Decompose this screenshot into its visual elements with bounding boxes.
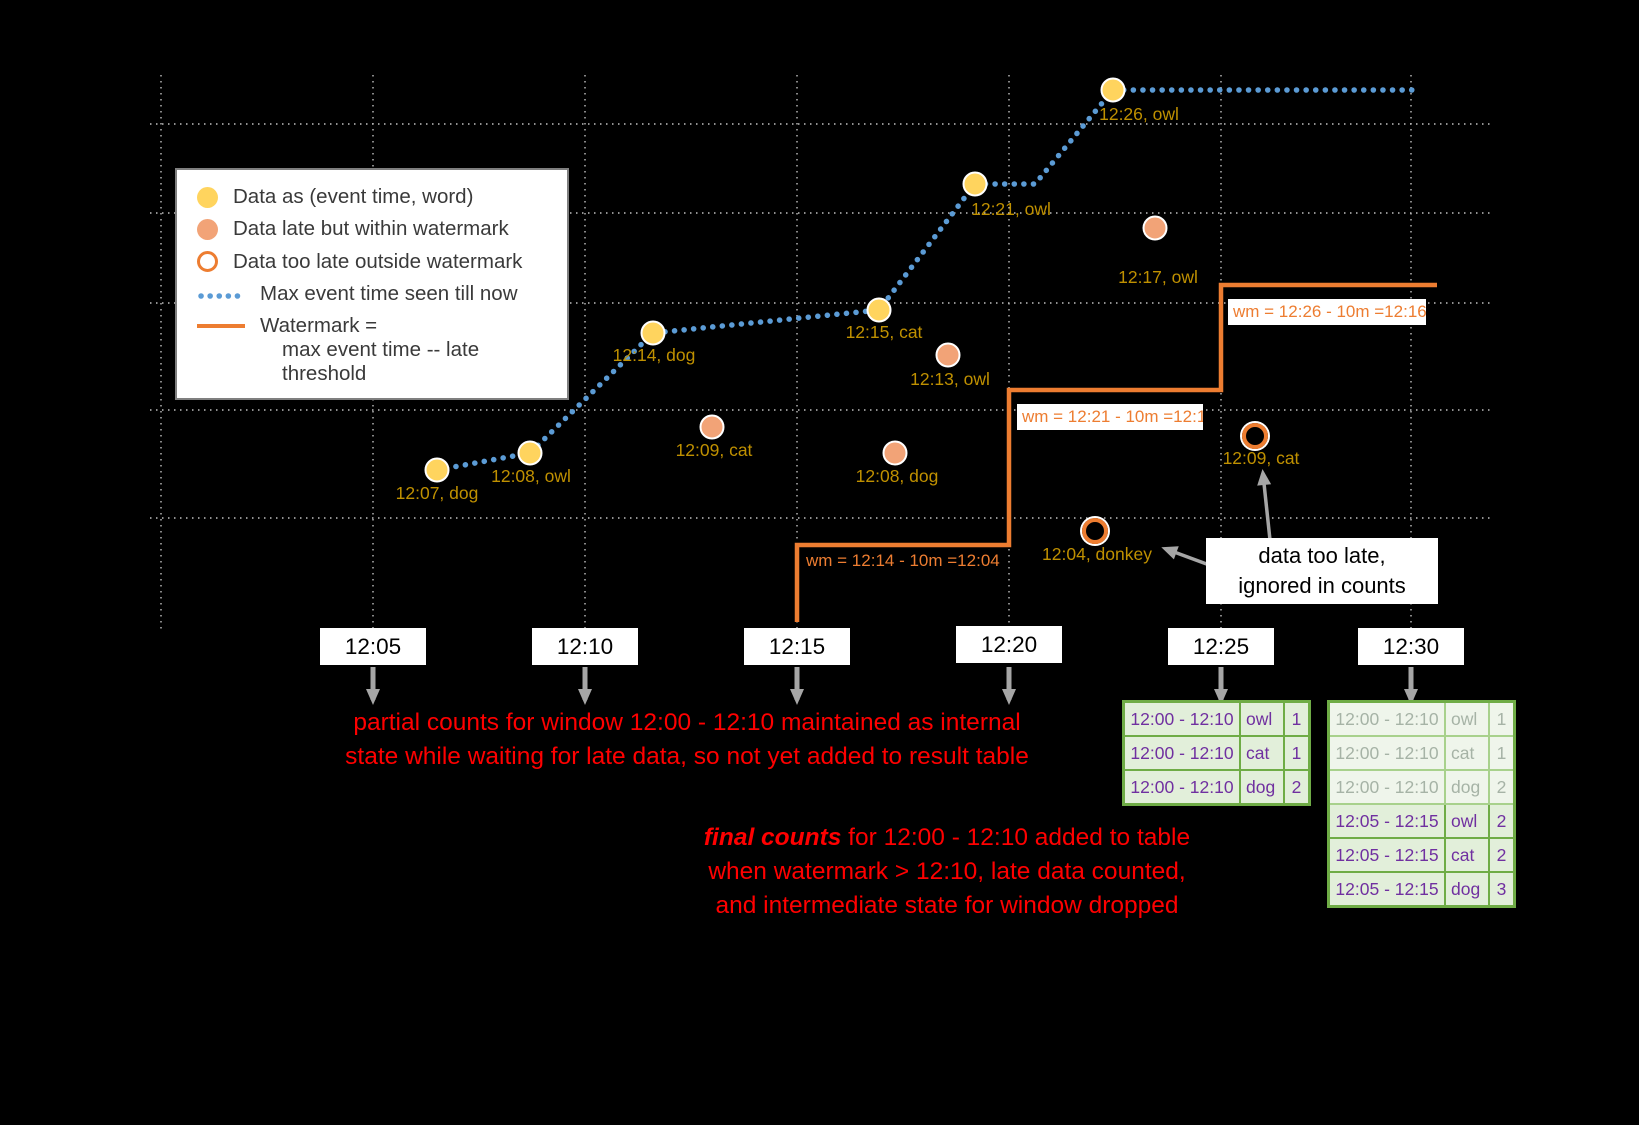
max-event-time-line — [434, 87, 1418, 473]
point-label: 12:08, owl — [491, 466, 571, 486]
point-label: 12:17, owl — [1118, 267, 1198, 287]
window-cell: 12:00 - 12:10 — [1122, 769, 1241, 806]
legend-label: Max event time seen till now — [260, 281, 518, 305]
legend-item-on-time: Data as (event time, word) — [197, 185, 551, 209]
too-late-note: data too late, ignored in counts — [1206, 538, 1438, 604]
word-cell: dog — [1444, 871, 1490, 908]
count-cell: 1 — [1488, 700, 1516, 737]
late-point-icon — [197, 218, 218, 240]
word-cell: owl — [1444, 700, 1490, 737]
count-cell: 1 — [1488, 735, 1516, 771]
too-late-point-icon — [197, 251, 218, 272]
result-row: 12:00 - 12:10 owl 1 — [1122, 700, 1311, 737]
result-row: 12:05 - 12:15 owl 2 — [1327, 803, 1516, 839]
count-cell: 2 — [1488, 769, 1516, 805]
result-row-dropped: 12:00 - 12:10 cat 1 — [1327, 735, 1516, 771]
solid-line-icon — [197, 324, 245, 328]
legend-label: Watermark = max event time -- late thres… — [260, 314, 480, 385]
count-cell: 2 — [1488, 803, 1516, 839]
time-tick-12-30: 12:30 — [1358, 628, 1464, 665]
count-cell: 2 — [1488, 837, 1516, 873]
point-label: 12:26, owl — [1099, 104, 1179, 124]
word-cell: dog — [1239, 769, 1285, 806]
result-row-dropped: 12:00 - 12:10 owl 1 — [1327, 700, 1516, 737]
final-counts-emphasis: final counts — [703, 824, 842, 851]
data-point-on-time — [424, 457, 450, 483]
data-point-late — [882, 440, 908, 466]
count-cell: 2 — [1283, 769, 1311, 806]
time-tick-12-20: 12:20 — [956, 626, 1062, 663]
legend-item-max-event: Max event time seen till now — [197, 282, 551, 306]
legend-item-watermark: Watermark = max event time -- late thres… — [197, 314, 551, 386]
too-late-pointer-arrows — [1161, 469, 1272, 568]
point-label: 12:21, owl — [971, 199, 1051, 219]
watermark-value-label: wm = 12:21 - 10m =12:11 — [1017, 404, 1203, 430]
time-tick-12-10: 12:10 — [532, 628, 638, 665]
dotted-line-icon — [197, 282, 245, 306]
result-table-12-25: 12:00 - 12:10 owl 1 12:00 - 12:10 cat 1 … — [1122, 700, 1311, 806]
point-label: 12:08, dog — [855, 466, 939, 486]
word-cell: cat — [1444, 837, 1490, 873]
point-label: 12:14, dog — [612, 345, 696, 365]
result-table-12-30: 12:00 - 12:10 owl 1 12:00 - 12:10 cat 1 … — [1327, 700, 1516, 908]
point-label: 12:09, cat — [1222, 448, 1300, 468]
word-cell: cat — [1444, 735, 1490, 771]
window-cell: 12:05 - 12:15 — [1327, 803, 1446, 839]
word-cell: owl — [1444, 803, 1490, 839]
point-label: 12:13, owl — [910, 369, 990, 389]
window-cell: 12:05 - 12:15 — [1327, 871, 1446, 908]
data-point-on-time — [640, 320, 666, 346]
data-point-on-time — [866, 297, 892, 323]
data-point-on-time — [1100, 77, 1126, 103]
count-cell: 3 — [1488, 871, 1516, 908]
window-cell: 12:00 - 12:10 — [1327, 735, 1446, 771]
data-point-late — [699, 414, 725, 440]
axis-down-arrows — [366, 667, 1418, 705]
result-row: 12:05 - 12:15 cat 2 — [1327, 837, 1516, 873]
word-cell: dog — [1444, 769, 1490, 805]
count-cell: 1 — [1283, 735, 1311, 771]
result-row: 12:00 - 12:10 cat 1 — [1122, 735, 1311, 771]
result-row: 12:05 - 12:15 dog 3 — [1327, 871, 1516, 908]
time-tick-12-25: 12:25 — [1168, 628, 1274, 665]
legend-label: Data late but within watermark — [233, 217, 509, 241]
time-tick-12-15: 12:15 — [744, 628, 850, 665]
point-label: 12:07, dog — [395, 483, 479, 503]
window-cell: 12:00 - 12:10 — [1327, 700, 1446, 737]
watermark-value-label: wm = 12:26 - 10m =12:16 — [1228, 299, 1426, 325]
result-row-dropped: 12:00 - 12:10 dog 2 — [1327, 769, 1516, 805]
time-tick-12-05: 12:05 — [320, 628, 426, 665]
point-label: 12:15, cat — [845, 322, 923, 342]
watermark-line — [794, 282, 1437, 622]
word-cell: cat — [1239, 735, 1285, 771]
data-point-on-time — [962, 171, 988, 197]
point-label: 12:09, cat — [675, 440, 753, 460]
window-cell: 12:00 - 12:10 — [1122, 700, 1241, 737]
data-point-on-time — [517, 440, 543, 466]
on-time-point-icon — [197, 186, 218, 208]
window-cell: 12:00 - 12:10 — [1327, 769, 1446, 805]
partial-counts-note: partial counts for window 12:00 - 12:10 … — [345, 709, 1029, 770]
word-cell: owl — [1239, 700, 1285, 737]
window-cell: 12:00 - 12:10 — [1122, 735, 1241, 771]
count-cell: 1 — [1283, 700, 1311, 737]
legend-label: Data as (event time, word) — [233, 185, 474, 208]
legend-item-too-late: Data too late outside watermark — [197, 250, 551, 274]
legend-item-late: Data late but within watermark — [197, 217, 551, 241]
final-counts-note: final counts for 12:00 - 12:10 added to … — [703, 824, 1191, 919]
data-point-late — [935, 342, 961, 368]
data-point-too-late — [1082, 518, 1108, 544]
legend-label: Data too late outside watermark — [233, 249, 523, 273]
data-point-too-late — [1242, 423, 1268, 449]
watermark-value-label: wm = 12:14 - 10m =12:04 — [806, 551, 1000, 570]
data-point-late — [1142, 215, 1168, 241]
point-label: 12:04, donkey — [1042, 544, 1152, 564]
result-row: 12:00 - 12:10 dog 2 — [1122, 769, 1311, 806]
window-cell: 12:05 - 12:15 — [1327, 837, 1446, 873]
legend: Data as (event time, word) Data late but… — [175, 168, 569, 400]
